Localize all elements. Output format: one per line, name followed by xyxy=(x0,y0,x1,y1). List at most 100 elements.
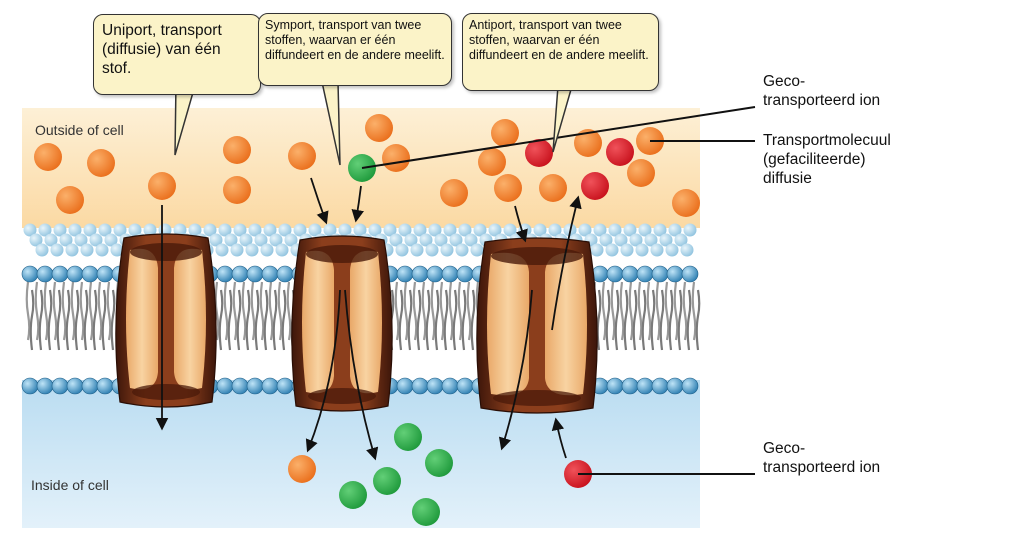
lipid-tail xyxy=(25,281,31,341)
phospholipid-icon xyxy=(608,223,622,237)
lipid-tail xyxy=(457,281,463,341)
phospholipid-icon xyxy=(173,223,187,237)
phospholipid-icon xyxy=(441,377,459,395)
phospholipid-icon xyxy=(29,233,43,247)
lipid-tail xyxy=(223,281,229,341)
lipid-tail xyxy=(227,289,233,351)
lipid-tail xyxy=(29,289,35,351)
diffusing-molecule xyxy=(539,174,567,202)
channel-protein-icon xyxy=(291,235,393,412)
phospholipid-icon xyxy=(410,243,424,257)
outside-of-cell-label: Outside of cell xyxy=(35,122,124,138)
symport-ion xyxy=(339,481,367,509)
phospholipid-icon xyxy=(458,223,472,237)
phospholipid-icon xyxy=(38,223,52,237)
lipid-tail xyxy=(443,289,449,351)
phospholipid-icon xyxy=(233,223,247,237)
lipid-tail xyxy=(668,289,674,351)
phospholipid-icon xyxy=(674,233,688,247)
phospholipid-icon xyxy=(246,265,264,283)
phospholipid-icon xyxy=(456,377,474,395)
channel-protein-icon xyxy=(115,233,217,408)
phospholipid-icon xyxy=(128,223,142,237)
diffusing-molecule xyxy=(56,186,84,214)
phospholipid-icon xyxy=(635,243,649,257)
symport-arrow-in xyxy=(310,177,329,225)
phospholipid-icon xyxy=(239,233,253,247)
antiport-ion xyxy=(606,138,634,166)
phospholipid-icon xyxy=(224,233,238,247)
diffusing-molecule xyxy=(288,455,316,483)
cotransported-ion-label-bottom: Geco- transporteerd ion xyxy=(763,439,880,477)
lipid-tail xyxy=(664,281,670,341)
lipid-tail xyxy=(268,281,274,341)
lipid-tail xyxy=(425,289,431,351)
phospholipid-icon xyxy=(419,233,433,247)
phospholipid-icon xyxy=(590,243,604,257)
phospholipid-icon xyxy=(231,265,249,283)
phospholipid-icon xyxy=(449,233,463,247)
phospholipid-icon xyxy=(443,223,457,237)
phospholipid-icon xyxy=(473,223,487,237)
phospholipid-icon xyxy=(636,265,654,283)
phospholipid-icon xyxy=(36,377,54,395)
molecules xyxy=(34,114,700,526)
leader-line-top-ion xyxy=(361,106,756,169)
phospholipid-icon xyxy=(66,377,84,395)
lipid-tail xyxy=(101,289,107,351)
symport-callout: Symport, transport van twee stoffen, waa… xyxy=(258,13,452,86)
phospholipid-icon xyxy=(308,223,322,237)
phospholipid-icon xyxy=(65,243,79,257)
phospholipid-icon xyxy=(293,223,307,237)
lipid-tail xyxy=(56,289,62,351)
diffusing-molecule xyxy=(440,179,468,207)
lipid-tail xyxy=(470,289,476,351)
lipid-tail xyxy=(92,289,98,351)
phospholipid-icon xyxy=(260,243,274,257)
lipid-tail xyxy=(659,289,665,351)
diffusing-molecule xyxy=(223,136,251,164)
phospholipid-icon xyxy=(254,233,268,247)
protein-inner-left xyxy=(487,252,529,396)
lipid-tail xyxy=(430,281,436,341)
phospholipid-icon xyxy=(21,377,39,395)
uniport-text: Uniport, transport (diffusie) van één st… xyxy=(102,22,222,77)
phospholipid-icon xyxy=(323,223,337,237)
phospholipid-icon xyxy=(110,243,124,257)
lipid-tail xyxy=(263,289,269,351)
lipid-tail xyxy=(74,289,80,351)
diffusing-molecule xyxy=(288,142,316,170)
phospholipid-icon xyxy=(636,377,654,395)
phospholipid-icon xyxy=(143,223,157,237)
lipid-tail xyxy=(439,281,445,341)
lipid-tail xyxy=(232,281,238,341)
phospholipid-icon xyxy=(426,377,444,395)
lipid-tail xyxy=(695,289,701,351)
phospholipid-icon xyxy=(681,265,699,283)
lipid-tail xyxy=(623,289,629,351)
symport-arrow-out xyxy=(344,289,379,461)
phospholipid-icon xyxy=(488,223,502,237)
lipid-tail xyxy=(236,289,242,351)
lipid-tail xyxy=(655,281,661,341)
protein-inner-right xyxy=(350,250,382,394)
lipid-tail xyxy=(691,281,697,341)
phospholipid-icon xyxy=(621,377,639,395)
diffusing-molecule xyxy=(672,189,700,217)
lipid-tail xyxy=(605,289,611,351)
label-line: Geco- xyxy=(763,73,806,90)
phospholipid-icon xyxy=(74,233,88,247)
label-line: (gefaciliteerde) xyxy=(763,151,866,168)
phospholipid-icon xyxy=(68,223,82,237)
phospholipid-icon xyxy=(338,223,352,237)
protein-bottom-cap xyxy=(132,384,200,400)
phospholipid-icon xyxy=(623,223,637,237)
phospholipid-icon xyxy=(51,377,69,395)
diffusing-molecule xyxy=(478,148,506,176)
symport-arrow-out xyxy=(305,289,341,453)
phospholipid-icon xyxy=(614,233,628,247)
uniport-callout: Uniport, transport (diffusie) van één st… xyxy=(93,14,261,95)
protein-top-cap xyxy=(306,245,378,263)
phospholipid-icon xyxy=(434,233,448,247)
phospholipid-icon xyxy=(389,233,403,247)
